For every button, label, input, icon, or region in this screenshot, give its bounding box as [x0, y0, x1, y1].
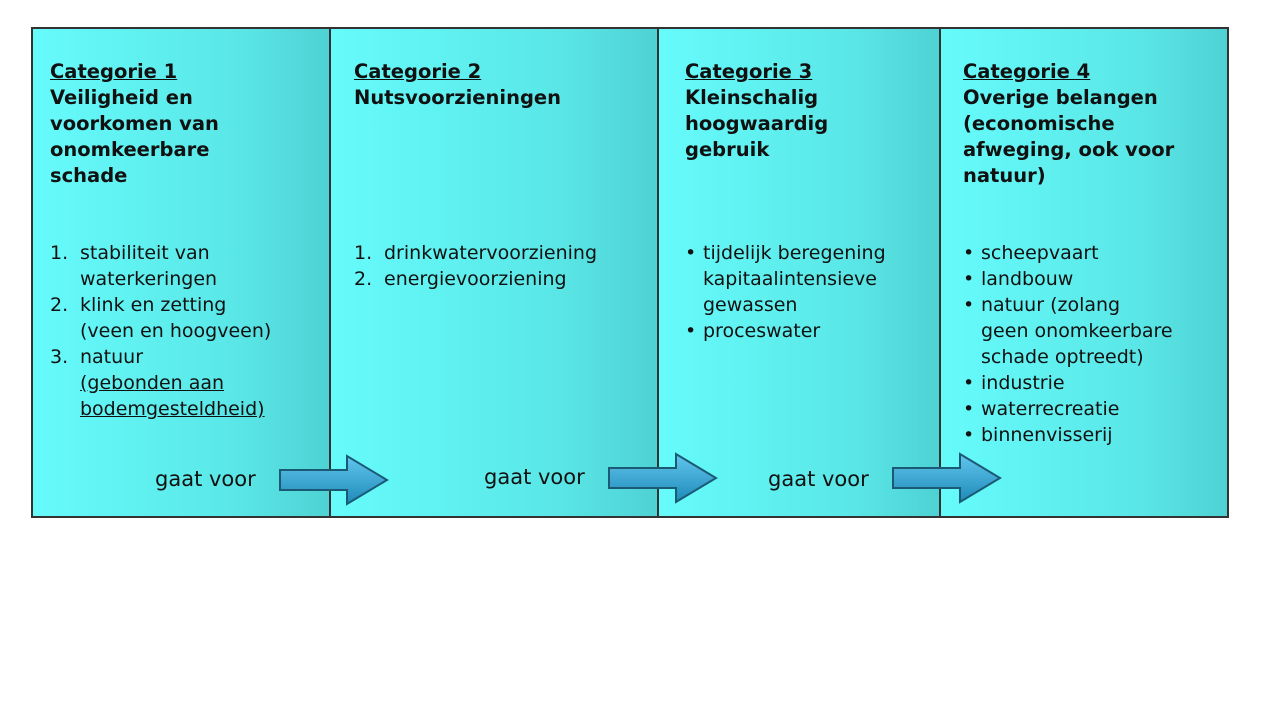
category-4-panel: Categorie 4 Overige belangen (economisch… [941, 29, 1227, 516]
category-1-title-line: onomkeerbare [50, 138, 210, 161]
bullet-marker: • [963, 372, 975, 394]
list-item-line: (gebonden aan [80, 372, 225, 394]
list-marker: 2. [50, 294, 69, 316]
list-item-line: kapitaalintensieve [703, 268, 877, 290]
bullet-marker: • [963, 242, 975, 264]
category-1-label: Categorie 1 [50, 60, 178, 83]
list-item-line: tijdelijk beregening [703, 242, 886, 264]
list-item-line: bodemgesteldheid) [80, 398, 265, 420]
category-2-label: Categorie 2 [354, 60, 482, 83]
list-item-line: geen onomkeerbare [981, 320, 1173, 342]
bullet-marker: • [963, 398, 975, 420]
bullet-marker: • [685, 242, 697, 264]
category-4-title-line: afweging, ook voor [963, 138, 1175, 161]
category-4-title-line: natuur) [963, 164, 1046, 187]
list-item: • tijdelijk beregening kapitaalintensiev… [685, 240, 886, 318]
category-4-header: Categorie 4 Overige belangen (economisch… [963, 59, 1174, 189]
category-3-label: Categorie 3 [685, 60, 813, 83]
list-item-line: energievoorziening [384, 268, 567, 290]
right-arrow-icon [892, 452, 1002, 504]
category-3-panel: Categorie 3 Kleinschalig hoogwaardig geb… [659, 29, 941, 516]
category-1-panel: Categorie 1 Veiligheid en voorkomen van … [33, 29, 331, 516]
category-1-title-line: schade [50, 164, 128, 187]
category-1-list: 1. stabiliteit van waterkeringen 2. klin… [50, 240, 271, 422]
list-item-line: industrie [981, 372, 1065, 394]
bullet-marker: • [963, 424, 975, 446]
right-arrow-icon [279, 454, 389, 506]
list-item: 1. stabiliteit van waterkeringen [50, 240, 271, 292]
list-item: 3. natuur (gebonden aan bodemgesteldheid… [50, 344, 271, 422]
list-marker: 1. [50, 242, 69, 264]
list-item: • scheepvaart [963, 240, 1173, 266]
category-1-title-line: voorkomen van [50, 112, 219, 135]
connector-1-label: gaat voor [155, 467, 256, 491]
list-item-line: waterkeringen [80, 268, 218, 290]
connector-3-label: gaat voor [768, 467, 869, 491]
list-item-line: waterrecreatie [981, 398, 1120, 420]
list-item-line: natuur (zolang [981, 294, 1121, 316]
list-item-line: stabiliteit van [80, 242, 210, 264]
category-2-header: Categorie 2 Nutsvoorzieningen [354, 59, 561, 111]
category-3-header: Categorie 3 Kleinschalig hoogwaardig geb… [685, 59, 828, 163]
list-item: • industrie [963, 370, 1173, 396]
list-item-line: natuur [80, 346, 144, 368]
list-item-line: (veen en hoogveen) [80, 320, 272, 342]
category-4-label: Categorie 4 [963, 60, 1091, 83]
category-3-title-line: hoogwaardig [685, 112, 829, 135]
list-marker: 3. [50, 346, 69, 368]
category-3-title-line: Kleinschalig [685, 86, 819, 109]
list-item: • waterrecreatie [963, 396, 1173, 422]
list-item: 1. drinkwatervoorziening [354, 240, 597, 266]
list-item-line: klink en zetting [80, 294, 227, 316]
priority-diagram: Categorie 1 Veiligheid en voorkomen van … [31, 27, 1229, 518]
list-marker: 2. [354, 268, 373, 290]
list-item-line: binnenvisserij [981, 424, 1113, 446]
list-marker: 1. [354, 242, 373, 264]
list-item: • proceswater [685, 318, 886, 344]
category-1-title-line: Veiligheid en [50, 86, 193, 109]
connector-2-label: gaat voor [484, 465, 585, 489]
list-item: 2. energievoorziening [354, 266, 597, 292]
list-item-line: scheepvaart [981, 242, 1099, 264]
list-item-line: drinkwatervoorziening [384, 242, 597, 264]
bullet-marker: • [685, 320, 697, 342]
category-1-header: Categorie 1 Veiligheid en voorkomen van … [50, 59, 219, 189]
category-3-list: • tijdelijk beregening kapitaalintensiev… [685, 240, 886, 344]
list-item-line: proceswater [703, 320, 821, 342]
category-2-list: 1. drinkwatervoorziening 2. energievoorz… [354, 240, 597, 292]
category-4-title-line: (economische [963, 112, 1115, 135]
category-2-panel: Categorie 2 Nutsvoorzieningen 1. drinkwa… [331, 29, 659, 516]
bullet-marker: • [963, 294, 975, 316]
list-item: • landbouw [963, 266, 1173, 292]
category-4-list: • scheepvaart • landbouw • natuur (zolan… [963, 240, 1173, 448]
list-item: • binnenvisserij [963, 422, 1173, 448]
list-item-line: landbouw [981, 268, 1074, 290]
list-item: 2. klink en zetting (veen en hoogveen) [50, 292, 271, 344]
category-2-title-line: Nutsvoorzieningen [354, 86, 562, 109]
list-item-line: gewassen [703, 294, 798, 316]
bullet-marker: • [963, 268, 975, 290]
category-4-title-line: Overige belangen [963, 86, 1158, 109]
list-item: • natuur (zolang geen onomkeerbare schad… [963, 292, 1173, 370]
category-3-title-line: gebruik [685, 138, 770, 161]
right-arrow-icon [608, 452, 718, 504]
list-item-line: schade optreedt) [981, 346, 1144, 368]
